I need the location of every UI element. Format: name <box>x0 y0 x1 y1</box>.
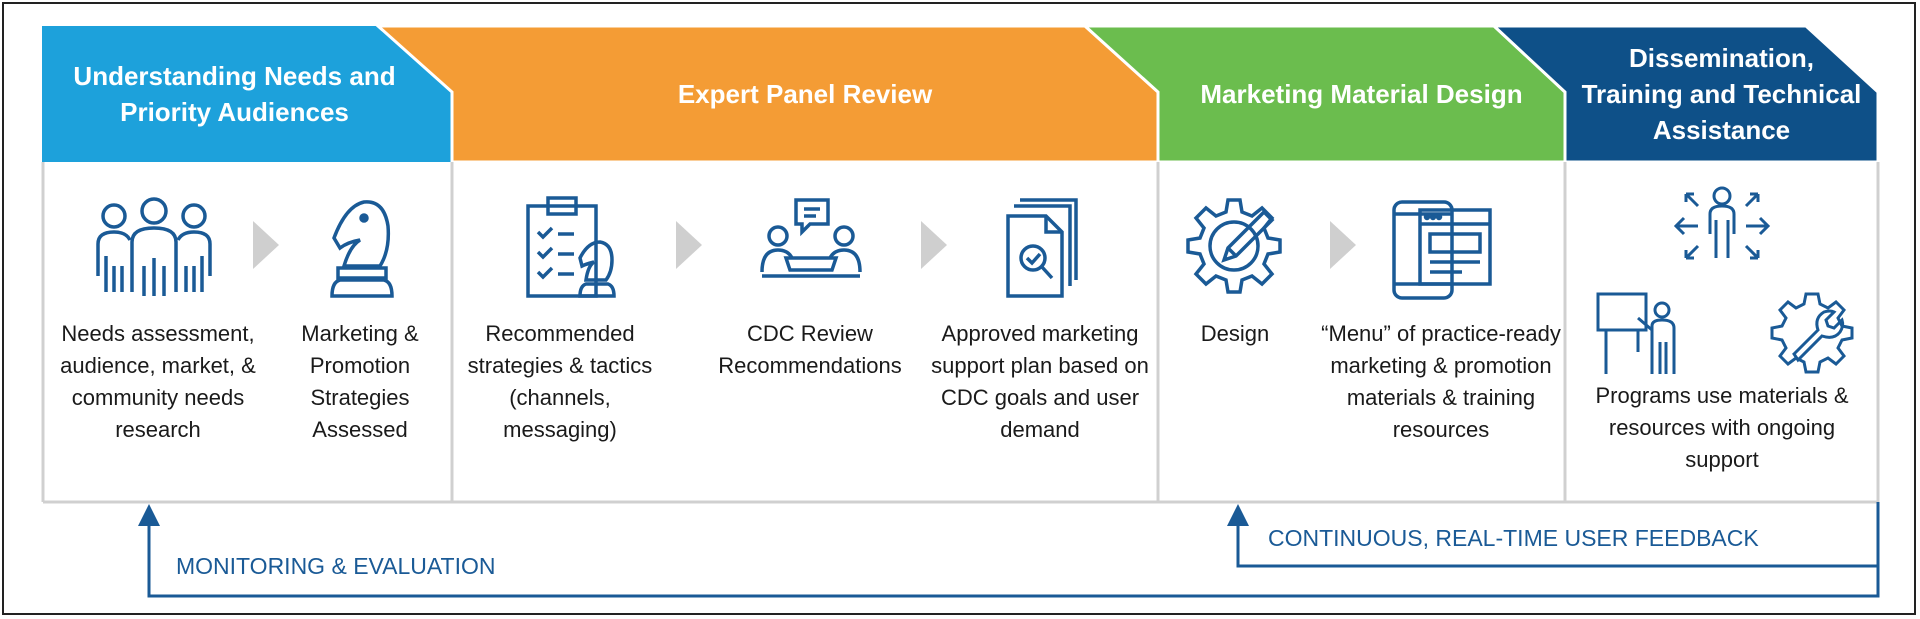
phase-header-expert-panel: Expert Panel Review <box>677 79 933 109</box>
step-label-needs-assessment: Needs assessment, audience, market, & co… <box>60 321 256 442</box>
content-panel <box>41 162 1880 504</box>
continuous-feedback-label: CONTINUOUS, REAL-TIME USER FEEDBACK <box>1268 525 1759 551</box>
step-label-strategies-assessed: Marketing & Promotion Strategies Assesse… <box>301 321 419 442</box>
step-label-programs-use: Programs use materials & resources with … <box>1595 383 1849 472</box>
document-search-icon <box>1006 198 1078 298</box>
gear-wrench-icon <box>1770 292 1854 374</box>
feedback-arrow-head <box>1227 504 1249 526</box>
step-label-design: Design <box>1200 321 1270 346</box>
monitoring-arrow-head <box>138 504 160 526</box>
step-arrow <box>921 221 947 269</box>
step-arrow <box>1330 221 1356 269</box>
phase-header-material-design: Marketing Material Design <box>1200 79 1523 109</box>
step-label-cdc-review: CDC Review Recommendations <box>718 321 902 378</box>
monitoring-evaluation-label: MONITORING & EVALUATION <box>176 553 496 579</box>
phase-band-1 <box>42 26 452 162</box>
presentation-icon <box>1596 292 1676 374</box>
devices-icon <box>1392 200 1492 300</box>
gear-pencil-icon <box>1186 198 1282 294</box>
step-label-recommended-strategies: Recommended strategies & tactics (channe… <box>467 321 653 442</box>
person-arrows-icon <box>1673 186 1771 260</box>
people-group-icon <box>96 197 212 296</box>
phase-header-understanding: Understanding Needs and Priority Audienc… <box>73 61 396 127</box>
chess-knight-icon <box>330 200 394 298</box>
step-arrow <box>676 221 702 269</box>
clipboard-checklist-icon <box>526 196 616 298</box>
meeting-discussion-icon <box>760 198 862 278</box>
step-arrow <box>253 221 279 269</box>
step-label-approved-plan: Approved marketing support plan based on… <box>931 321 1149 442</box>
step-label-menu-materials: “Menu” of practice-ready marketing & pro… <box>1321 321 1561 442</box>
phase-header-dissemination: Dissemination, Training and Technical As… <box>1581 43 1862 145</box>
feedback-lines <box>147 502 1880 598</box>
